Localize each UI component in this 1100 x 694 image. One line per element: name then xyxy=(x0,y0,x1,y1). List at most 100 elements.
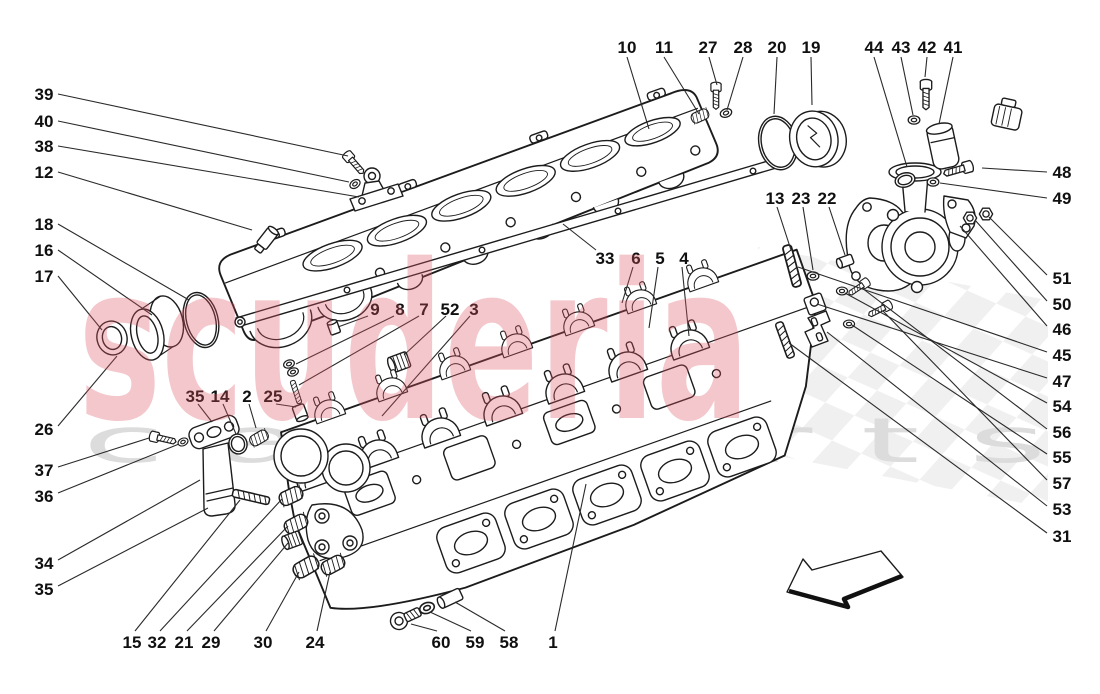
callout-9: 9 xyxy=(370,300,379,319)
cover-end-arches xyxy=(249,288,373,349)
leader-line-35 xyxy=(57,507,209,587)
callout-47: 47 xyxy=(1053,372,1072,391)
leader-line-42 xyxy=(924,56,928,78)
leader-line-22 xyxy=(828,206,846,256)
leader-line-8 xyxy=(295,315,395,365)
leader-line-6 xyxy=(621,266,634,304)
leader-line-26 xyxy=(57,355,118,427)
leader-line-56 xyxy=(861,287,1048,430)
leader-lines xyxy=(57,56,1048,632)
callout-51: 51 xyxy=(1053,269,1072,288)
leader-line-45 xyxy=(797,266,1048,353)
leader-line-52 xyxy=(403,315,447,356)
leader-line-24 xyxy=(316,571,331,632)
cover-plug xyxy=(254,225,280,254)
leader-line-34 xyxy=(57,479,201,561)
leader-line-60 xyxy=(410,623,438,632)
checkered-flag-watermark xyxy=(758,247,1048,508)
callout-48: 48 xyxy=(1053,163,1072,182)
callout-3: 3 xyxy=(469,300,478,319)
callout-22: 22 xyxy=(818,189,837,208)
camshaft-seal-rings xyxy=(96,291,220,361)
callout-15: 15 xyxy=(123,633,142,652)
leader-line-29 xyxy=(213,542,289,632)
cover-cam-ports xyxy=(302,116,681,272)
sensor-o-ring xyxy=(894,172,916,188)
leader-line-16 xyxy=(57,249,153,316)
callout-38: 38 xyxy=(35,137,54,156)
callout-14: 14 xyxy=(211,387,230,406)
leader-line-10 xyxy=(626,56,650,130)
z-bracket xyxy=(804,310,831,348)
leader-line-49 xyxy=(939,182,1048,199)
callout-57: 57 xyxy=(1053,474,1072,493)
leader-line-54 xyxy=(844,292,1048,404)
callout-41: 41 xyxy=(944,38,963,57)
callout-52: 52 xyxy=(441,300,460,319)
leader-line-51 xyxy=(988,216,1048,276)
leader-line-32 xyxy=(159,498,283,632)
watermark-brand: scuderia xyxy=(78,218,750,469)
callout-4: 4 xyxy=(679,249,689,268)
callout-24: 24 xyxy=(306,633,325,652)
sensor-bracket xyxy=(942,195,976,239)
callout-7: 7 xyxy=(419,300,428,319)
leader-line-4 xyxy=(681,266,690,337)
cover-clamp-bracket xyxy=(340,148,404,212)
leader-line-40 xyxy=(57,120,350,183)
callout-17: 17 xyxy=(35,267,54,286)
leader-line-27 xyxy=(708,56,718,86)
callout-32: 32 xyxy=(148,633,167,652)
leader-line-31 xyxy=(788,342,1048,534)
callout-39: 39 xyxy=(35,85,54,104)
callout-35: 35 xyxy=(35,580,54,599)
cam-end-cap xyxy=(788,110,847,168)
callout-44: 44 xyxy=(865,38,884,57)
leader-line-9 xyxy=(337,315,369,328)
callout-25: 25 xyxy=(264,387,283,406)
cover-end-cap-set xyxy=(689,81,847,171)
small-bracket xyxy=(803,292,827,316)
callout-26: 26 xyxy=(35,420,54,439)
leader-line-50 xyxy=(974,219,1048,302)
leader-line-55 xyxy=(851,324,1048,455)
leader-line-53 xyxy=(826,331,1048,507)
leader-line-15 xyxy=(134,499,241,632)
leader-line-28 xyxy=(726,56,744,111)
leader-line-19 xyxy=(810,56,813,106)
callout-43: 43 xyxy=(892,38,911,57)
leader-line-5 xyxy=(648,266,659,329)
callout-28: 28 xyxy=(734,38,753,57)
callout-18: 18 xyxy=(35,215,54,234)
leader-line-30 xyxy=(265,571,300,632)
callout-10: 10 xyxy=(618,38,637,57)
callout-33: 33 xyxy=(596,249,615,268)
leader-line-13 xyxy=(776,206,792,251)
leader-line-59 xyxy=(429,611,472,632)
leader-line-18 xyxy=(57,223,190,301)
leader-line-39 xyxy=(57,93,349,157)
callout-11: 11 xyxy=(655,38,673,57)
callout-16: 16 xyxy=(35,241,54,260)
banjo-screw-set xyxy=(389,587,464,631)
callout-49: 49 xyxy=(1053,189,1072,208)
stud-and-bracket-set xyxy=(774,243,895,360)
direction-arrow-icon xyxy=(786,550,904,610)
leader-line-57 xyxy=(882,310,1048,481)
cam-position-sensor xyxy=(925,97,1023,170)
callout-60: 60 xyxy=(432,633,451,652)
callout-6: 6 xyxy=(631,249,640,268)
leader-line-43 xyxy=(900,56,914,116)
springs-and-studs xyxy=(231,483,348,582)
leader-line-46 xyxy=(959,225,1048,327)
cover-bolt-holes xyxy=(374,145,701,278)
leader-line-37 xyxy=(57,437,150,468)
leader-line-7 xyxy=(298,315,420,386)
callout-34: 34 xyxy=(35,554,54,573)
leader-line-35 xyxy=(197,403,213,423)
callout-1: 1 xyxy=(548,633,557,652)
callout-30: 30 xyxy=(254,633,273,652)
leader-line-21 xyxy=(186,525,289,632)
callout-58: 58 xyxy=(500,633,519,652)
